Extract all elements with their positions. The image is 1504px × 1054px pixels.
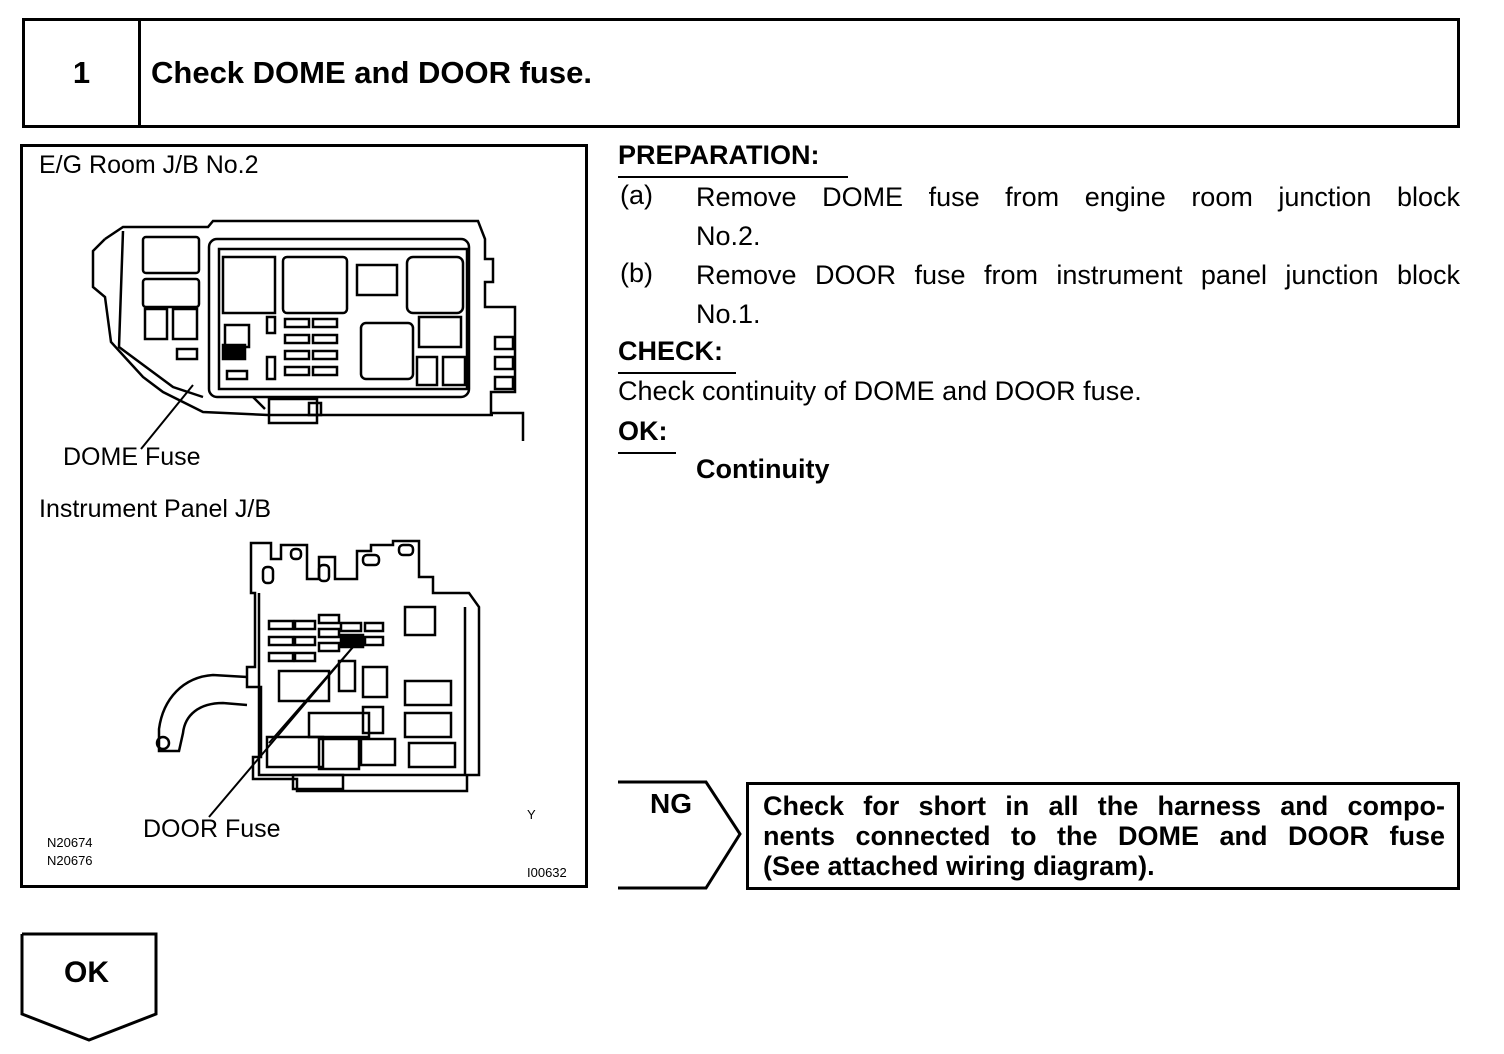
ip-jb-outline [245,539,481,793]
ok-underline [618,452,676,454]
prep-item-b-line1: Remove DOOR fuse from instrument panel j… [696,260,1460,290]
figure-code-y: Y [527,807,536,822]
prep-item-b-line2: No.1. [696,299,761,329]
step-header: 1 Check DOME and DOOR fuse. [22,18,1460,128]
fuse-location-figure: E/G Room J/B No.2 DOME Fuse Instrument P… [20,144,588,888]
check-heading: CHECK: [618,336,723,366]
prep-item-a-line1: Remove DOME fuse from engine room juncti… [696,182,1460,212]
label-door-fuse: DOOR Fuse [143,815,281,843]
prep-item-a-line2: No.2. [696,221,761,251]
step-title: Check DOME and DOOR fuse. [151,55,592,90]
label-dome-fuse: DOME Fuse [63,443,201,471]
prep-item-b-tag: (b) [620,258,653,288]
check-underline [618,372,736,374]
junction-block-illustration [91,219,525,818]
ng-action-text: Check for short in all the harness and c… [763,791,1445,881]
prep-item-a-tag: (a) [620,180,653,210]
label-eg-room-jb: E/G Room J/B No.2 [39,151,259,179]
label-instrument-panel-jb: Instrument Panel J/B [39,495,272,523]
figure-code-1: N20674 [47,835,93,850]
check-text: Check continuity of DOME and DOOR fuse. [618,376,1142,406]
ok-arrow-icon [20,932,158,1042]
ng-action-line2: nents connected to the DOME and DOOR fus… [763,821,1445,851]
ok-heading: OK: [618,416,668,446]
preparation-heading: PREPARATION: [618,140,820,170]
step-number: 1 [25,21,141,125]
eg-jb-outline [104,219,525,441]
ng-action-line3: (See attached wiring diagram). [763,851,1155,881]
ng-action-line1: Check for short in all the harness and c… [763,791,1445,821]
ng-label: NG [650,788,692,819]
preparation-underline [618,176,848,178]
harness [157,673,248,753]
ng-arrow-icon [618,780,742,890]
ok-value: Continuity [696,454,830,484]
ok-arrow-label: OK [64,956,109,989]
figure-id: I00632 [527,865,567,880]
figure-code-2: N20676 [47,853,93,868]
ng-action-box: Check for short in all the harness and c… [746,782,1460,890]
